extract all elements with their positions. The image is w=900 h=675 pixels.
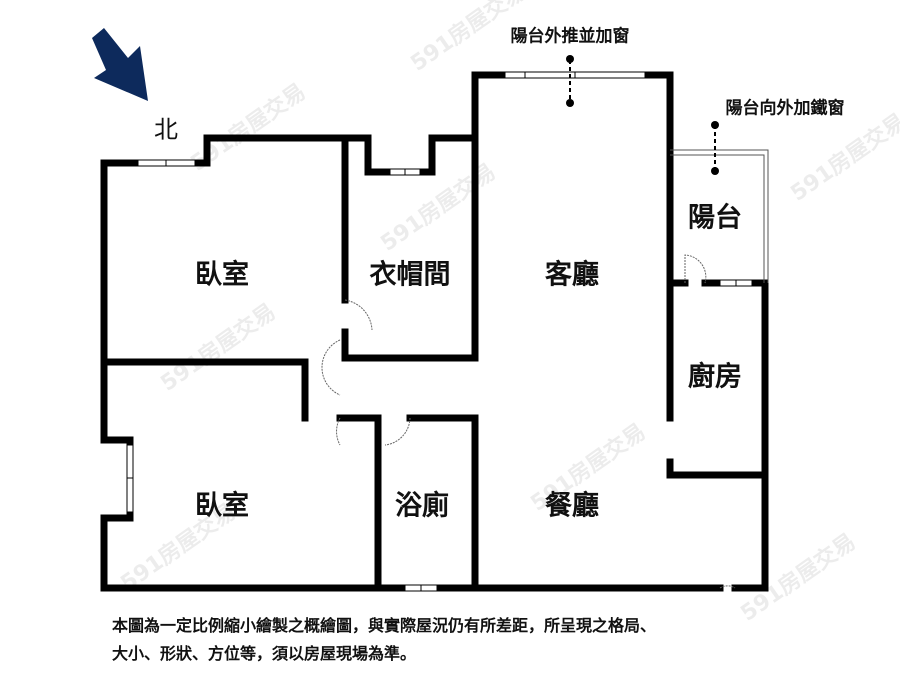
walls: [100, 71, 769, 592]
room-label-balcony: 陽台: [688, 202, 742, 234]
living-window-annotation: 陽台外推並加窗: [510, 26, 630, 47]
north-label: 北: [154, 115, 178, 144]
balcony-railing: [670, 149, 769, 283]
door-swings: [321, 254, 736, 589]
balcony-window-annotation: 陽台向外加鐵窗: [725, 98, 845, 119]
room-label-living-room: 客廳: [545, 259, 599, 291]
room-label-kitchen: 廚房: [688, 361, 742, 393]
room-label-dining-room: 餐廳: [545, 490, 599, 522]
north-arrow-icon: [92, 28, 148, 101]
room-label-closet: 衣帽間: [369, 259, 451, 291]
annotation-leaders: [569, 60, 716, 170]
disclaimer-line-2: 大小、形狀、方位等，須以房屋現場為準。: [112, 644, 417, 663]
windows: [126, 71, 753, 592]
room-label-bathroom: 浴廁: [395, 490, 449, 522]
room-label-bedroom: 臥室: [195, 259, 249, 291]
disclaimer-line-1: 本圖為一定比例縮小繪製之概繪圖，與實際屋況仍有所差距，所呈現之格局、: [112, 616, 657, 635]
room-label-bedroom: 臥室: [195, 490, 249, 522]
